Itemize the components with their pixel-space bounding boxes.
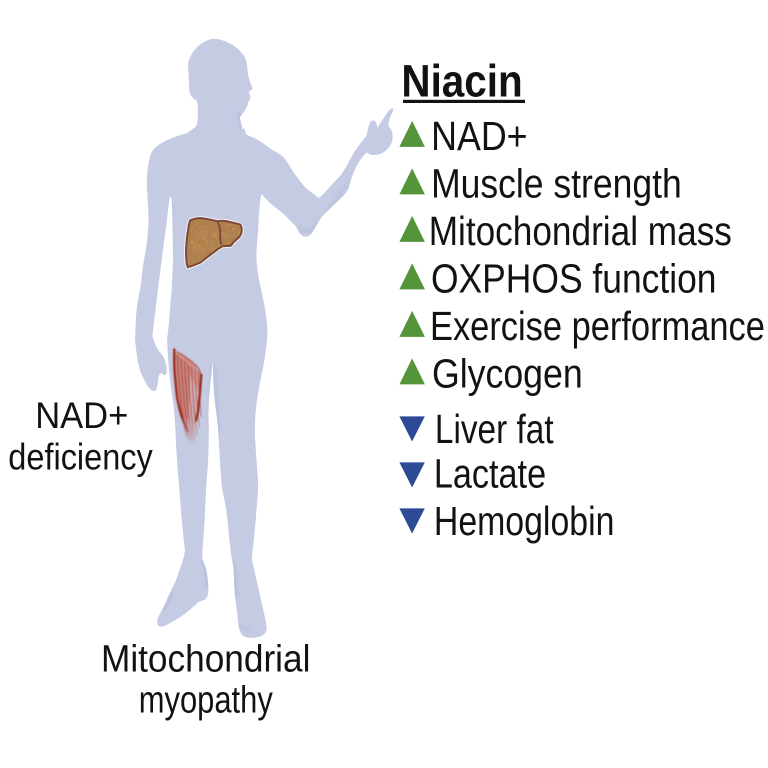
svg-text:deficiency: deficiency — [8, 437, 153, 478]
svg-text:Glycogen: Glycogen — [432, 350, 583, 396]
svg-text:Lactate: Lactate — [434, 451, 546, 497]
svg-text:Niacin: Niacin — [401, 55, 522, 106]
svg-text:Mitochondrial mass: Mitochondrial mass — [429, 208, 732, 254]
svg-text:OXPHOS function: OXPHOS function — [431, 255, 717, 301]
svg-text:Muscle strength: Muscle strength — [431, 160, 682, 206]
svg-text:Exercise performance: Exercise performance — [430, 303, 765, 349]
svg-text:Mitochondrial: Mitochondrial — [101, 638, 310, 680]
svg-text:NAD+: NAD+ — [35, 395, 128, 436]
svg-text:myopathy: myopathy — [139, 679, 273, 721]
svg-text:NAD+: NAD+ — [431, 113, 527, 159]
svg-text:Liver fat: Liver fat — [435, 406, 554, 452]
svg-text:Hemoglobin: Hemoglobin — [434, 498, 615, 544]
